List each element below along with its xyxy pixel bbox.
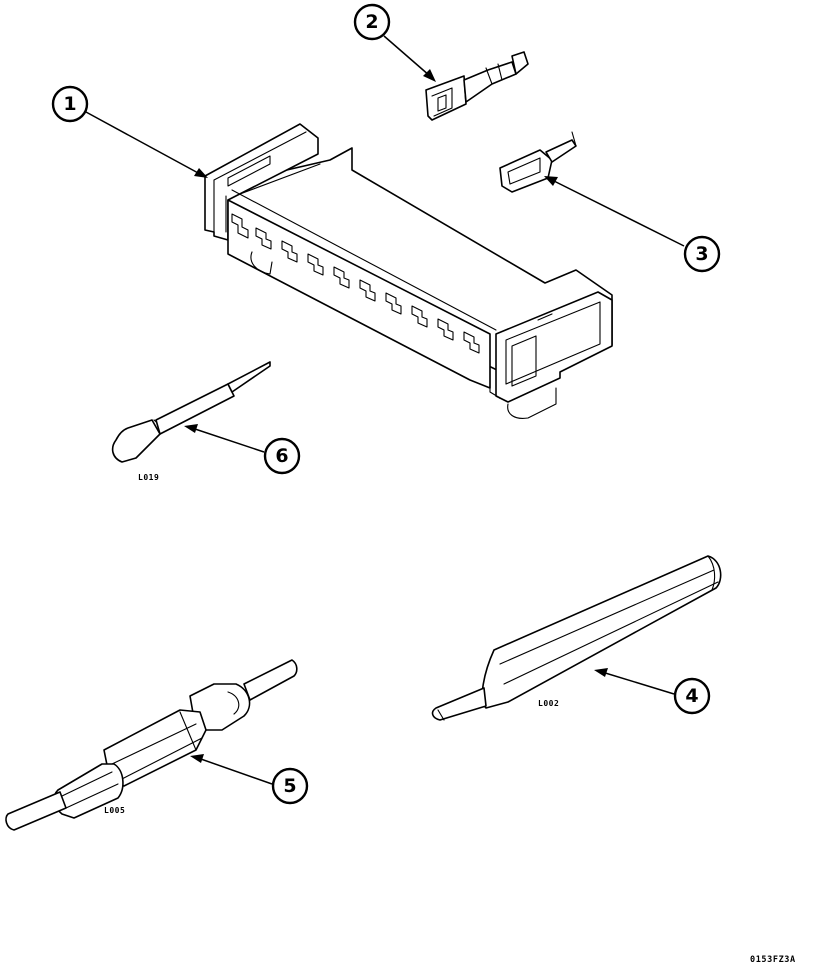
tool-code-l002: L002 — [538, 699, 559, 708]
callout-5-label: 5 — [283, 775, 296, 797]
callout-6-label: 6 — [275, 445, 288, 467]
tool-l019 — [111, 361, 271, 463]
tool-code-l019: L019 — [138, 473, 159, 482]
tool-l002 — [431, 555, 722, 721]
callout-1: 1 — [51, 85, 89, 123]
tool-code-l005: L005 — [104, 806, 125, 815]
callout-5: 5 — [271, 767, 309, 805]
terminal-contact-large — [425, 51, 529, 121]
callout-6: 6 — [263, 437, 301, 475]
callout-2: 2 — [353, 3, 391, 41]
connector-housing — [204, 123, 613, 419]
callout-2-label: 2 — [365, 11, 378, 33]
tool-l005 — [5, 659, 298, 831]
leader-lines — [85, 35, 685, 785]
callout-3-label: 3 — [695, 243, 708, 265]
callout-3: 3 — [683, 235, 721, 273]
terminal-contact-small — [499, 131, 577, 193]
callout-1-label: 1 — [63, 93, 76, 115]
callout-4-label: 4 — [685, 685, 698, 707]
callout-4: 4 — [673, 677, 711, 715]
terminal-cavities — [231, 213, 480, 354]
figure-id: 0153FZ3A — [750, 955, 796, 965]
